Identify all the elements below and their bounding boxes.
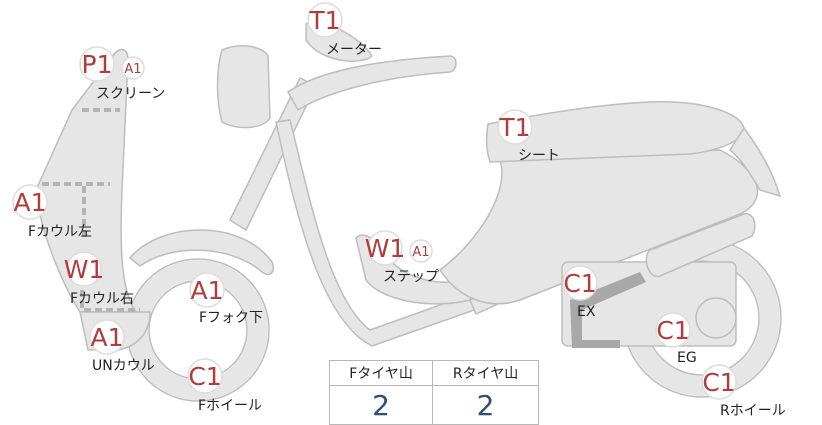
step-subcode: A1 [412,245,429,260]
f-cowl-left-label: Fカウル左 [28,224,92,240]
tread-value-row: 2 2 [328,385,539,425]
cowl-left-dash [42,182,110,240]
seat-code: T1 [498,113,530,142]
r-wheel-label: Rホイール [720,403,786,419]
front-tread-value: 2 [328,385,434,425]
screen-subcode: A1 [124,62,141,77]
un-cowl-label: UNカウル [92,358,155,374]
r-wheel-code: C1 [702,368,735,397]
f-wheel-label: Fホイール [198,398,262,414]
step-label: ステップ [383,269,439,285]
callout-r-wheel[interactable]: C1 Rホイール [701,364,786,419]
exhaust-pipe [570,272,646,348]
callout-f-cowl-left[interactable]: A1 Fカウル左 [12,184,92,240]
f-fork-lower-label: Fフォク下 [199,310,263,326]
rear-tread-header: Rタイヤ山 [432,360,539,386]
meter-label: メーター [326,42,382,58]
callout-meter[interactable]: T1 メーター [307,2,382,58]
callout-screen[interactable]: P1 A1 スクリーン [79,46,165,102]
callout-seat[interactable]: T1 シート [497,109,560,164]
callout-step[interactable]: W1 A1 ステップ [365,230,439,285]
step-code: W1 [365,234,406,263]
callout-f-fork-lower[interactable]: A1 Fフォク下 [189,272,263,326]
front-tread-header: Fタイヤ山 [328,360,434,386]
seat-label: シート [518,148,560,164]
un-cowl-code: A1 [90,323,123,352]
rear-tread-value: 2 [432,385,539,425]
seat [485,101,745,163]
callout-f-cowl-right[interactable]: W1 Fカウル右 [64,251,134,307]
f-cowl-right-label: Fカウル右 [70,291,134,307]
ex-label: EX [577,304,596,320]
tail-cowl [729,126,782,198]
front-fender [128,229,274,276]
tire-tread-table: Fタイヤ山 Rタイヤ山 2 2 [328,360,539,425]
front-cowl [35,48,138,313]
eg-code: C1 [656,316,689,345]
tread-header-row: Fタイヤ山 Rタイヤ山 [328,360,539,386]
eg-label: EG [677,350,697,366]
callout-eg[interactable]: C1 EG [655,312,697,366]
screen-label: スクリーン [96,86,165,102]
muffler [645,213,756,278]
ex-code: C1 [563,269,596,298]
f-wheel-code: C1 [188,362,221,391]
callout-f-wheel[interactable]: C1 Fホイール [187,358,262,414]
handlebar [287,55,457,112]
callout-ex[interactable]: C1 EX [562,265,598,320]
headlight [216,44,271,129]
screen-code: P1 [82,50,113,79]
callout-un-cowl[interactable]: A1 UNカウル [89,319,155,374]
f-cowl-right-code: W1 [64,255,105,284]
cowl-right-dash [80,290,140,312]
f-fork-lower-code: A1 [190,276,223,305]
meter-code: T1 [308,6,340,35]
f-cowl-left-code: A1 [13,188,46,217]
